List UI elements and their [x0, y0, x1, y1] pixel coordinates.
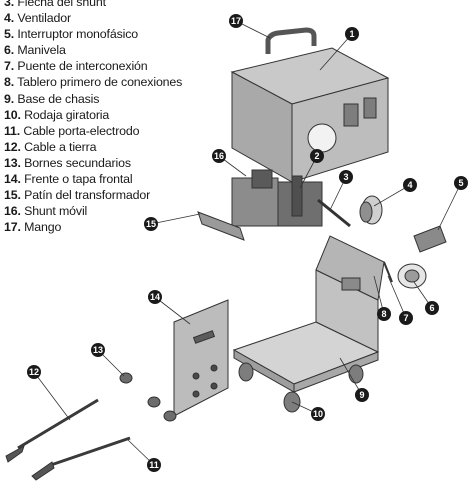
legend-item: 14. Frente o tapa frontal	[4, 172, 133, 187]
callout-4: 4	[403, 178, 417, 192]
legend-item: 6. Manivela	[4, 43, 66, 58]
callout-11: 11	[147, 458, 161, 472]
callout-12: 12	[27, 365, 41, 379]
legend-item: 15. Patín del transformador	[4, 188, 151, 203]
legend-item: 12. Cable a tierra	[4, 139, 97, 154]
callout-3: 3	[339, 170, 353, 184]
shunt-shaft-part	[317, 198, 351, 228]
skid-part	[197, 211, 245, 241]
handle-part	[265, 27, 317, 54]
svg-text:6: 6	[429, 303, 434, 313]
crank-part	[397, 263, 427, 289]
front-panel-part	[173, 299, 229, 417]
svg-text:2: 2	[314, 151, 319, 161]
secondary-terminals-part	[119, 372, 177, 422]
svg-text:13: 13	[93, 345, 103, 355]
cover-part	[230, 47, 390, 183]
ground-cable-part	[5, 398, 99, 463]
legend-item: 5. Interruptor monofásico	[4, 27, 139, 42]
svg-text:7: 7	[403, 313, 408, 323]
svg-text:9: 9	[359, 390, 364, 400]
switch-part	[413, 225, 447, 253]
callout-8: 8	[377, 307, 391, 321]
callout-16: 16	[212, 149, 226, 163]
legend-item: 10. Rodaja giratoria	[4, 107, 110, 122]
legend-item: 11. Cable porta-electrodo	[4, 123, 140, 138]
legend-item: 16. Shunt móvil	[4, 204, 88, 219]
callout-14: 14	[148, 290, 162, 304]
leader-lines	[33, 20, 462, 466]
legend-item: 3. Flecha del shunt	[4, 0, 106, 9]
callout-1: 1	[345, 27, 359, 41]
legend-item: 4. Ventilador	[4, 11, 71, 26]
svg-text:10: 10	[313, 409, 323, 419]
svg-text:4: 4	[407, 180, 412, 190]
parts-legend: 3. Flecha del shunt 4. Ventilador 5. Int…	[4, 0, 182, 235]
svg-text:17: 17	[231, 16, 241, 26]
svg-text:1: 1	[349, 29, 354, 39]
legend-item: 9. Base de chasis	[4, 91, 100, 106]
legend-item: 17. Mango	[4, 220, 62, 235]
callout-10: 10	[311, 407, 325, 421]
callout-7: 7	[399, 311, 413, 325]
svg-text:12: 12	[29, 367, 39, 377]
legend-item: 13. Bornes secundarios	[4, 155, 131, 170]
transformer-part	[231, 169, 323, 227]
svg-text:8: 8	[381, 309, 386, 319]
electrode-cable-part	[31, 436, 131, 481]
fan-part	[359, 195, 383, 225]
svg-text:15: 15	[146, 219, 156, 229]
svg-text:5: 5	[458, 178, 463, 188]
callout-2: 2	[310, 149, 324, 163]
legend-item: 7. Puente de interconexión	[4, 59, 148, 74]
callout-15: 15	[144, 217, 158, 231]
callout-13: 13	[91, 343, 105, 357]
svg-text:3: 3	[343, 172, 348, 182]
callout-6: 6	[425, 301, 439, 315]
callout-9: 9	[355, 388, 369, 402]
svg-text:16: 16	[214, 151, 224, 161]
chassis-base-part	[232, 235, 385, 393]
legend-item: 8. Tablero primero de conexiones	[4, 75, 183, 90]
svg-text:14: 14	[150, 292, 160, 302]
callout-5: 5	[454, 176, 468, 190]
callout-17: 17	[229, 14, 243, 28]
svg-text:11: 11	[149, 460, 159, 470]
